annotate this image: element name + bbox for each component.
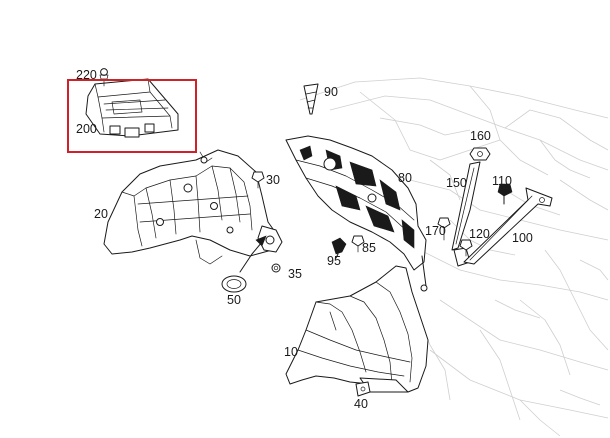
callout-220: 220	[76, 68, 97, 82]
callout-200: 200	[76, 122, 97, 136]
callout-120: 120	[469, 227, 490, 241]
callout-50: 50	[227, 293, 241, 307]
callout-95: 95	[327, 254, 341, 268]
callout-160: 160	[470, 129, 491, 143]
callout-40: 40	[354, 397, 368, 411]
callout-35: 35	[288, 267, 302, 281]
nut-160	[469, 147, 491, 161]
callout-20: 20	[94, 207, 108, 221]
callout-30: 30	[266, 173, 280, 187]
screw-220	[99, 68, 109, 87]
clip-40	[355, 381, 371, 397]
screw-30	[251, 171, 265, 189]
arrow	[239, 235, 267, 273]
clip-95	[331, 237, 347, 259]
callout-150: 150	[446, 176, 467, 190]
screw-110	[497, 183, 513, 205]
screw-170	[437, 217, 451, 241]
control-unit-200	[85, 78, 179, 138]
callout-80: 80	[398, 171, 412, 185]
screw-85	[351, 235, 365, 253]
callout-labels: 220 200 90 160 30 80 150 110 20 170 120 …	[76, 68, 533, 411]
callout-10: 10	[284, 345, 298, 359]
callout-85: 85	[362, 241, 376, 255]
screw-35	[271, 263, 281, 273]
strut-100	[463, 187, 553, 265]
callout-100: 100	[512, 231, 533, 245]
highlight-box	[67, 79, 197, 153]
plug-50	[221, 275, 247, 293]
callout-90: 90	[324, 85, 338, 99]
screw-120	[459, 239, 473, 257]
panel-80	[285, 135, 428, 292]
callout-110: 110	[492, 174, 512, 188]
liner-10	[285, 265, 429, 393]
vehicle-body-outline	[299, 77, 609, 437]
panel-20	[103, 149, 283, 265]
callout-170: 170	[425, 224, 446, 238]
clip-90	[303, 83, 319, 115]
